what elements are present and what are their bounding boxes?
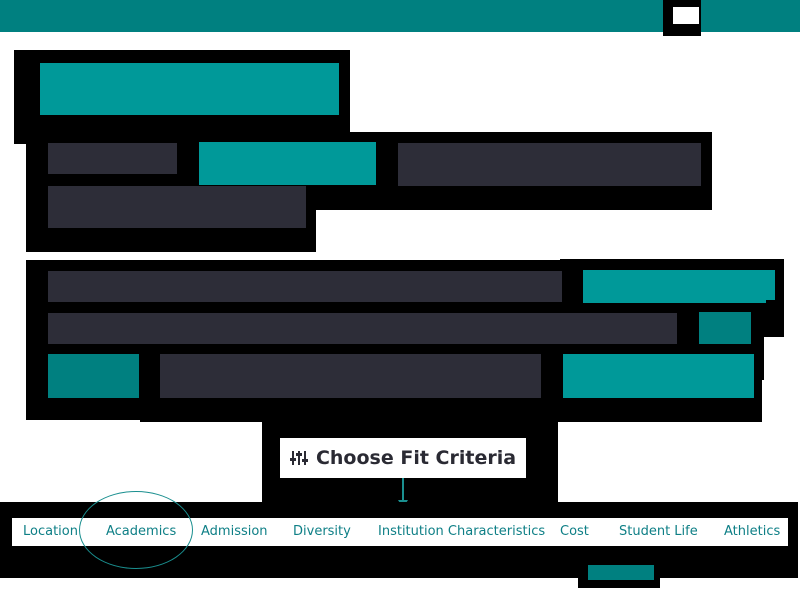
nav-indicator (588, 565, 654, 580)
content-row-3-action-left[interactable] (48, 354, 139, 398)
filter-chip-1[interactable] (48, 143, 177, 174)
content-row-2-bar (48, 313, 677, 344)
choose-fit-criteria-label: Choose Fit Criteria (315, 447, 517, 469)
nav-item-cost[interactable]: Cost (560, 524, 589, 539)
content-row-2-action[interactable] (699, 312, 751, 344)
content-row-3-action-right[interactable] (563, 354, 754, 398)
content-row-3-bar (160, 354, 541, 398)
content-row-1-shadow (766, 300, 776, 314)
nav-item-admission[interactable]: Admission (201, 524, 268, 539)
nav-item-student-life[interactable]: Student Life (619, 524, 698, 539)
header-button[interactable] (673, 7, 699, 24)
sliders-icon (289, 449, 308, 467)
filter-chip-2-active[interactable] (199, 142, 376, 185)
content-row-1-bar (48, 271, 562, 302)
nav-item-location[interactable]: Location (23, 524, 78, 539)
nav-item-diversity[interactable]: Diversity (293, 524, 351, 539)
nav-item-academics[interactable]: Academics (106, 524, 177, 539)
title-placeholder (40, 63, 339, 115)
nav-item-athletics[interactable]: Athletics (724, 524, 781, 539)
category-nav: Location Academics Admission Diversity I… (12, 518, 788, 546)
choose-fit-criteria-button[interactable]: Choose Fit Criteria (280, 438, 526, 478)
content-row-1-action[interactable] (583, 270, 775, 303)
filter-chip-3[interactable] (398, 143, 701, 186)
nav-item-institution-characteristics[interactable]: Institution Characteristics (378, 524, 546, 539)
filter-chip-4[interactable] (48, 186, 306, 228)
